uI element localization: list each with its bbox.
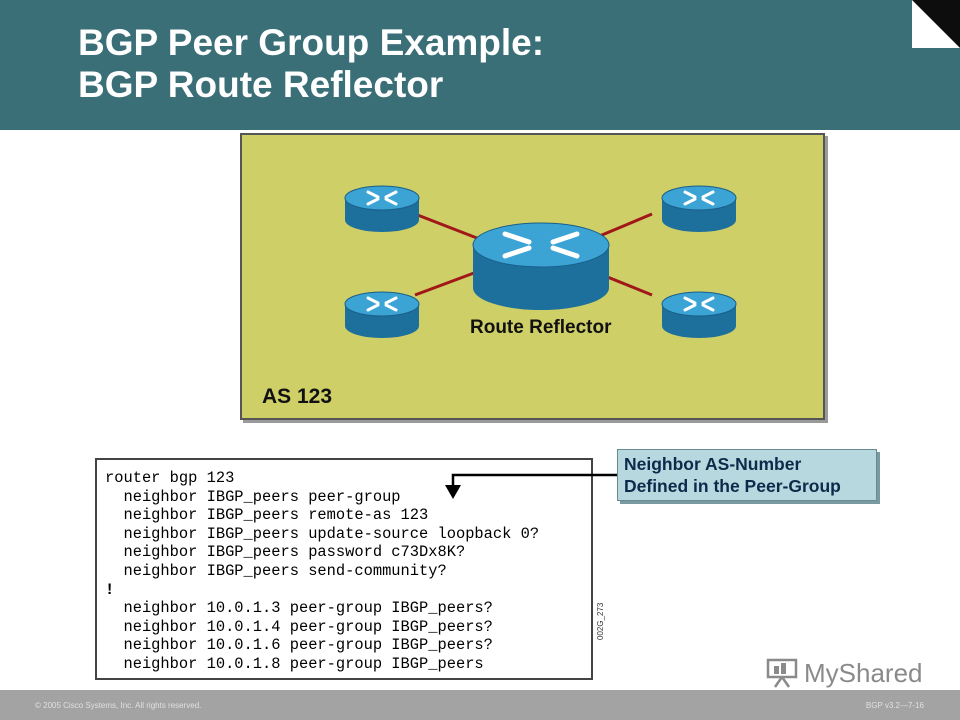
- callout-line-2: Defined in the Peer-Group: [624, 476, 841, 496]
- watermark-logo: MyShared: [766, 655, 923, 691]
- config-line: neighbor 10.0.1.6 peer-group IBGP_peers?: [105, 636, 493, 655]
- topology-drawing: [343, 184, 738, 340]
- corner-fold-decoration: [912, 0, 960, 48]
- copyright-text: © 2005 Cisco Systems, Inc. All rights re…: [35, 701, 202, 710]
- config-line: !: [105, 580, 115, 599]
- figure-id: 002G_273: [596, 602, 605, 640]
- presentation-icon: [766, 658, 798, 688]
- callout-line-1: Neighbor AS-Number: [624, 454, 802, 474]
- config-line: neighbor 10.0.1.8 peer-group IBGP_peers: [105, 654, 484, 673]
- config-line: neighbor IBGP_peers remote-as 123: [105, 506, 429, 525]
- title-bar: BGP Peer Group Example: BGP Route Reflec…: [0, 0, 960, 130]
- slide-title-line-2: BGP Route Reflector: [78, 64, 444, 105]
- callout-box: Neighbor AS-Number Defined in the Peer-G…: [617, 449, 877, 501]
- router-icon-top-right: [660, 184, 738, 234]
- config-line: neighbor IBGP_peers send-community?: [105, 561, 447, 580]
- route-reflector-label: Route Reflector: [470, 317, 612, 338]
- slide-title-line-1: BGP Peer Group Example:: [78, 22, 545, 63]
- config-line: neighbor IBGP_peers peer-group: [105, 487, 401, 506]
- config-listing: router bgp 123 neighbor IBGP_peers peer-…: [95, 458, 593, 680]
- config-line: neighbor 10.0.1.3 peer-group IBGP_peers?: [105, 599, 493, 618]
- config-line: neighbor IBGP_peers password c73Dx8K?: [105, 543, 466, 562]
- as-number-label: AS 123: [262, 385, 333, 408]
- callout-arrow: [445, 473, 618, 499]
- config-line: neighbor IBGP_peers update-source loopba…: [105, 524, 540, 543]
- network-diagram: Route Reflector AS 123: [240, 133, 825, 420]
- footer-bar: © 2005 Cisco Systems, Inc. All rights re…: [0, 690, 960, 720]
- config-line: router bgp 123: [105, 469, 235, 487]
- course-reference: BGP v3.2—7-16: [865, 701, 924, 710]
- slide-title: BGP Peer Group Example: BGP Route Reflec…: [78, 22, 544, 106]
- router-icon-top-left: [343, 184, 421, 234]
- route-reflector-icon: [472, 222, 610, 310]
- watermark-text: MyShared: [804, 657, 923, 688]
- router-icon-bottom-left: [343, 290, 421, 340]
- router-icon-bottom-right: [660, 290, 738, 340]
- config-line: neighbor 10.0.1.4 peer-group IBGP_peers?: [105, 617, 493, 636]
